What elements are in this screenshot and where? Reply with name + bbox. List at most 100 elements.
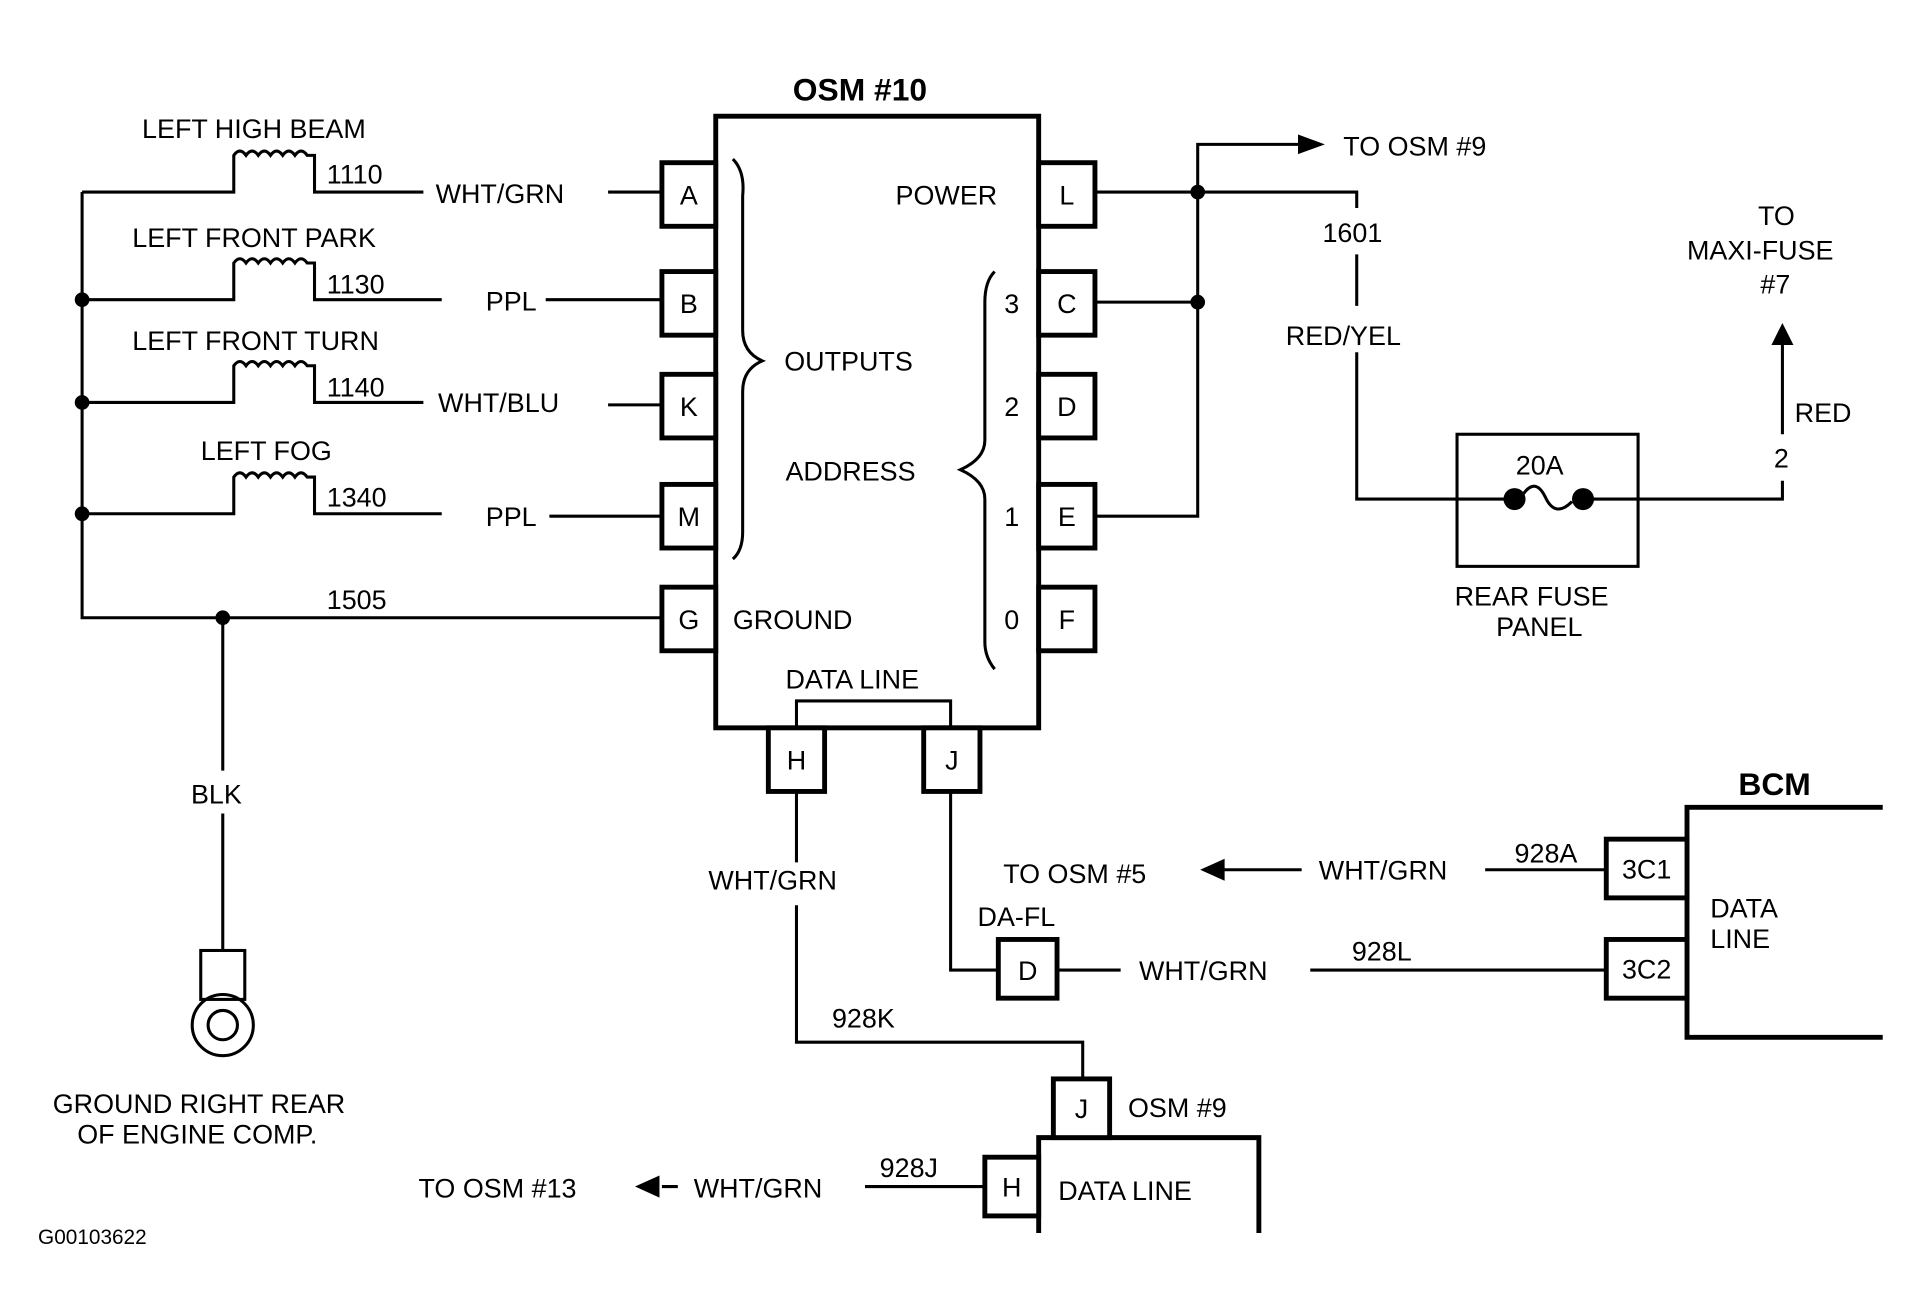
load-label: LEFT FOG [201,436,332,466]
address-bit: 0 [1004,605,1019,635]
outputs-label: OUTPUTS [784,347,913,377]
pin-C: C [1036,269,1098,338]
dafl-connector-label: DA-FL [978,902,1056,932]
splice-dot [1190,184,1206,200]
svg-text:D: D [1018,956,1037,986]
pin-D: D [1036,371,1098,441]
pin-A: A [659,160,719,229]
pin-M: M [659,481,719,551]
arrow-left-icon [635,1175,660,1198]
bcm-title: BCM [1738,766,1810,802]
wire-color-label: WHT/GRN [436,179,565,209]
wire-color-label: PPL [486,502,537,532]
circuit-label: 928J [880,1153,938,1183]
osm9-data-line-label: DATA LINE [1058,1176,1192,1206]
arrow-up-icon [1771,322,1794,345]
fuse-rating: 20A [1516,451,1564,481]
circuit-label: 1601 [1322,218,1382,248]
circuit-label: 928A [1515,838,1578,868]
circuit-label: 928L [1352,936,1412,966]
svg-text:E: E [1058,502,1076,532]
bcm-pin-3c1: 3C1 [1603,836,1690,901]
load-fog: LEFT FOG 1340 PPL [82,436,662,532]
svg-text:D: D [1057,392,1076,422]
pin-E: E [1036,481,1098,551]
osm10-title: OSM #10 [793,71,927,107]
ground-location: OF ENGINE COMP. [77,1120,317,1150]
splice-dot [74,506,90,522]
wire-color-label: WHT/GRN [1139,956,1268,986]
figure-id: G00103622 [38,1226,147,1249]
address-brace [956,270,996,671]
data-line-label: DATA LINE [785,665,919,695]
maxi-fuse-label: #7 [1760,270,1790,300]
svg-text:M: M [678,502,700,532]
circuit-label: 1340 [327,482,387,512]
load-high-beam: LEFT HIGH BEAM 1110 WHT/GRN [82,114,662,209]
ground-terminal-icon [190,948,255,1058]
wire-color-label: RED [1795,398,1852,428]
ground-bus-wire [80,192,662,620]
address-bit: 1 [1004,502,1019,532]
rear-fuse-panel [1455,432,1640,568]
svg-text:H: H [1002,1172,1021,1202]
arrow-left-icon [1200,858,1225,881]
svg-text:H: H [787,745,806,775]
wire-color-label: RED/YEL [1286,321,1401,351]
fuse-icon [1503,484,1595,511]
maxi-fuse-label: MAXI-FUSE [1687,235,1834,265]
ground-location: GROUND RIGHT REAR [53,1089,346,1119]
wire-color-label: WHT/BLU [438,388,559,418]
outputs-brace [731,157,767,561]
wire-color-label: BLK [191,780,242,810]
bcm-data-line-label: DATA [1710,893,1778,923]
pin-B: B [659,269,719,338]
fuse-panel-label: PANEL [1496,612,1582,642]
circuit-label: 1110 [327,159,383,189]
pin-H: H [765,725,828,794]
bcm-pin-3c2: 3C2 [1603,937,1690,1001]
to-osm5-label: TO OSM #5 [1003,859,1146,889]
splice-dot [74,395,90,410]
svg-text:J: J [1075,1094,1088,1124]
load-front-park: LEFT FRONT PARK 1130 PPL [82,223,662,317]
load-label: LEFT HIGH BEAM [142,114,366,144]
osm9-pin-J: J [1050,1076,1113,1141]
address-label: ADDRESS [785,457,915,487]
svg-text:3C1: 3C1 [1622,854,1671,884]
svg-text:F: F [1059,605,1075,635]
pin-L: L [1036,160,1098,229]
svg-text:C: C [1057,289,1076,319]
splice-dot [74,292,90,308]
wire-color-label: PPL [486,287,537,317]
osm9-title: OSM #9 [1128,1093,1227,1123]
svg-text:G: G [678,605,699,635]
svg-text:B: B [680,289,698,319]
pin-K: K [659,371,719,441]
circuit-label: 1140 [327,372,385,402]
to-osm13-label: TO OSM #13 [418,1174,576,1204]
bcm-module [1684,804,1883,1040]
load-label: LEFT FRONT PARK [132,223,376,253]
circuit-label: 2 [1774,443,1789,473]
load-front-turn: LEFT FRONT TURN 1140 WHT/BLU [82,326,662,418]
circuit-label: 928K [832,1004,895,1034]
svg-text:L: L [1059,180,1074,210]
to-osm9-label: TO OSM #9 [1343,131,1486,161]
address-bit: 3 [1004,289,1019,319]
pin-F: F [1036,584,1098,654]
maxi-fuse-label: TO [1758,201,1795,231]
wire-color-label: WHT/GRN [708,865,837,895]
load-label: LEFT FRONT TURN [132,326,379,356]
wire-color-label: WHT/GRN [1319,856,1448,886]
svg-text:J: J [945,745,958,775]
pin-G: G [659,584,719,654]
svg-text:A: A [680,180,698,210]
fuse-panel-label: REAR FUSE [1455,582,1609,612]
ground-label: GROUND [733,605,853,635]
wire-color-label: WHT/GRN [694,1174,823,1204]
bcm-data-line-label: LINE [1710,924,1770,954]
address-bit: 2 [1004,392,1019,422]
dafl-pin-D: D [995,937,1060,1001]
